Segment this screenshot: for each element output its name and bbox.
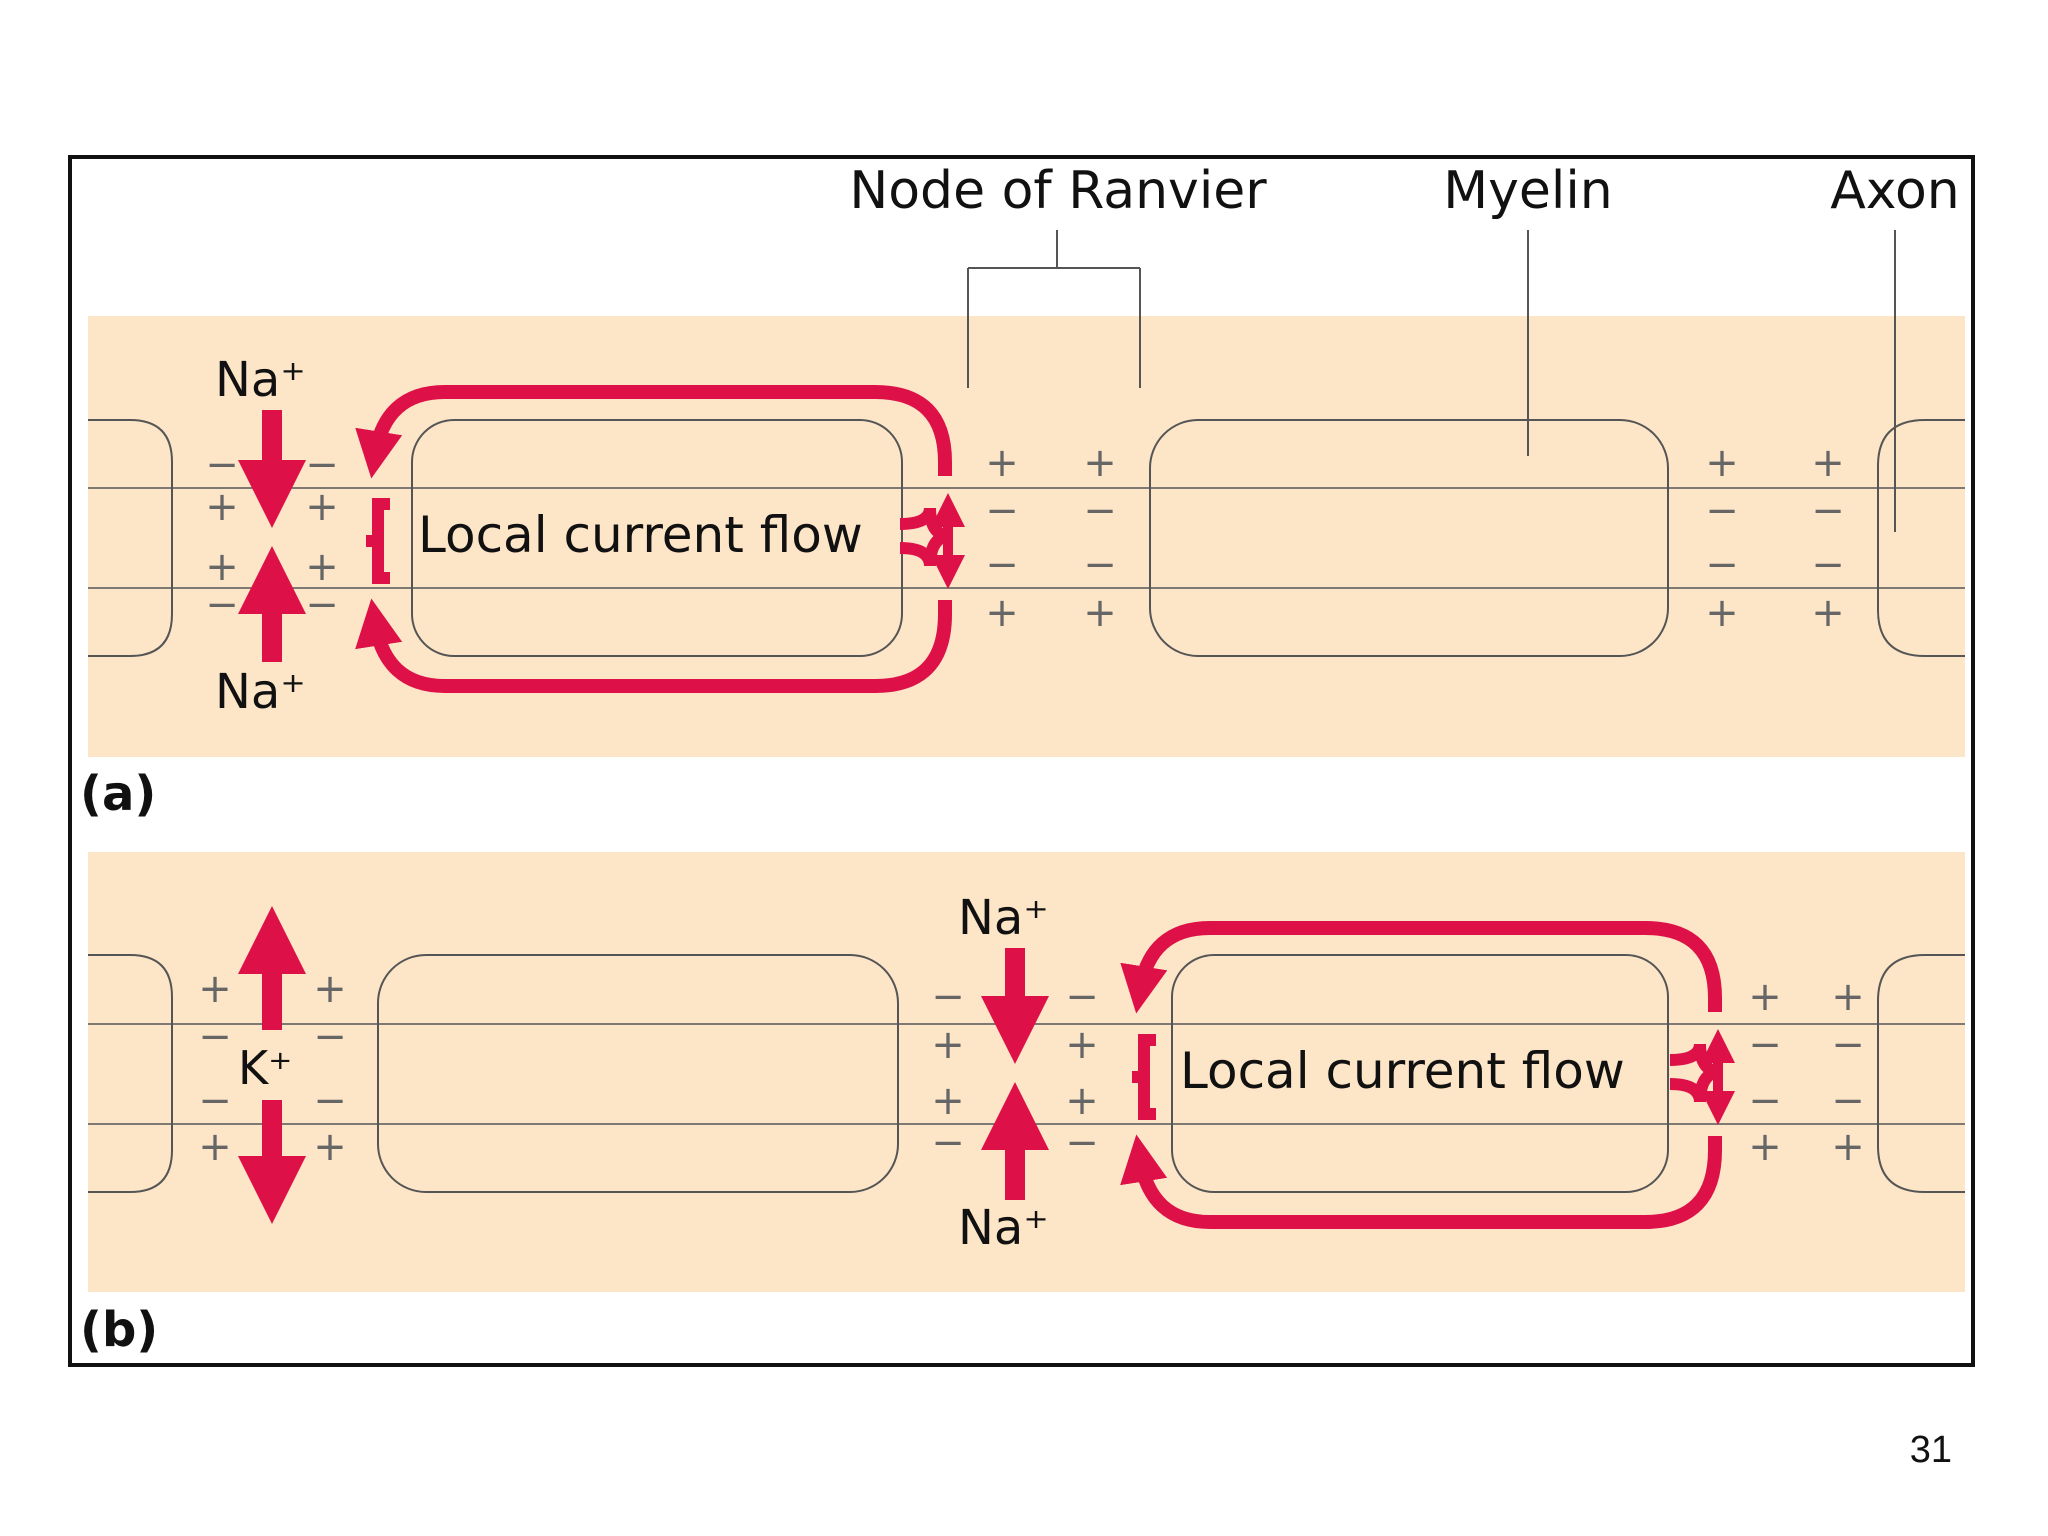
myelin-sheath-left (88, 419, 173, 657)
potassium-ion-label: K⁺ (238, 1041, 292, 1095)
membrane-sign: − (1811, 488, 1845, 534)
local-current-arrow (355, 385, 952, 479)
membrane-sign: + (1811, 440, 1845, 486)
membrane-sign: + (985, 590, 1019, 636)
membrane-sign: + (1831, 1124, 1865, 1170)
membrane-sign: − (985, 542, 1019, 588)
local-current-arrow (1120, 921, 1722, 1014)
membrane-sign: − (985, 488, 1019, 534)
ion-label-backdrop (232, 1038, 314, 1094)
membrane-sign: + (1083, 590, 1117, 636)
myelin-label: Myelin (1443, 161, 1612, 221)
panel-b-label: (b) (80, 1302, 158, 1358)
panel-b: + + − − − − + + K⁺ − − + + + + − − Na⁺ N… (80, 852, 1965, 1358)
sodium-ion-label: Na⁺ (958, 1200, 1049, 1256)
membrane-sign: + (1811, 590, 1845, 636)
node-of-ranvier-bracket (967, 230, 1141, 388)
membrane-sign: + (1705, 590, 1739, 636)
myelin-sheath-right (1877, 954, 1965, 1193)
sodium-ion-label: Na⁺ (215, 664, 306, 720)
membrane-sign: − (198, 1078, 232, 1124)
myelin-sheath (377, 954, 899, 1193)
membrane-sign: + (985, 440, 1019, 486)
myelin-sheath-right (1877, 419, 1965, 657)
membrane-sign: − (1065, 1120, 1099, 1166)
membrane-sign: − (1748, 1022, 1782, 1068)
membrane-sign: + (931, 1022, 965, 1068)
membrane-sign: − (1705, 488, 1739, 534)
membrane-sign: + (313, 966, 347, 1012)
membrane-sign: − (1748, 1078, 1782, 1124)
membrane-sign: + (931, 1078, 965, 1124)
membrane-sign: + (1065, 1078, 1099, 1124)
membrane-sign: − (1831, 1078, 1865, 1124)
sodium-ion-label: Na⁺ (958, 890, 1049, 946)
membrane-sign: + (1831, 974, 1865, 1020)
membrane-sign: − (1705, 542, 1739, 588)
local-current-flow-label: Local current flow (1180, 1042, 1625, 1100)
membrane-sign: − (305, 582, 339, 628)
membrane-sign: − (313, 1078, 347, 1124)
sodium-ion-label: Na⁺ (215, 352, 306, 408)
myelin-sheath (1171, 954, 1669, 1193)
membrane-sign: − (313, 1014, 347, 1060)
membrane-sign: − (205, 582, 239, 628)
membrane-sign: + (1748, 974, 1782, 1020)
current-brace-left (1132, 1034, 1156, 1120)
current-brace-left (366, 498, 390, 584)
membrane-sign: + (305, 484, 339, 530)
membrane-sign: − (931, 974, 965, 1020)
membrane-sign: + (1705, 440, 1739, 486)
membrane-sign: + (313, 1124, 347, 1170)
membrane-sign: − (305, 442, 339, 488)
membrane-sign: − (1811, 542, 1845, 588)
panel-a-label: (a) (80, 766, 156, 822)
membrane-sign: − (931, 1120, 965, 1166)
myelin-sheath-left (88, 954, 173, 1193)
membrane-sign: − (205, 442, 239, 488)
membrane-sign: − (198, 1014, 232, 1060)
membrane-sign: + (205, 484, 239, 530)
local-current-arrow (355, 598, 952, 693)
page-number: 31 (1909, 1429, 1952, 1471)
membrane-sign: + (1748, 1124, 1782, 1170)
membrane-sign: + (198, 966, 232, 1012)
node-of-ranvier-label: Node of Ranvier (849, 161, 1267, 221)
myelin-sheath (411, 419, 903, 657)
panel-a: Node of Ranvier Myelin Axon − − + + + + … (80, 161, 1965, 822)
membrane-sign: + (1083, 440, 1117, 486)
myelin-sheath (1149, 419, 1669, 657)
panel-a-background (88, 316, 1965, 757)
membrane-sign: − (1083, 488, 1117, 534)
local-current-flow-label: Local current flow (418, 506, 863, 564)
local-current-arrow (1120, 1134, 1722, 1229)
membrane-sign: + (198, 1124, 232, 1170)
membrane-sign: − (1083, 542, 1117, 588)
membrane-sign: + (1065, 1022, 1099, 1068)
membrane-sign: + (205, 544, 239, 590)
membrane-sign: − (1065, 974, 1099, 1020)
membrane-sign: + (305, 544, 339, 590)
membrane-sign: − (1831, 1022, 1865, 1068)
axon-label: Axon (1830, 161, 1960, 221)
